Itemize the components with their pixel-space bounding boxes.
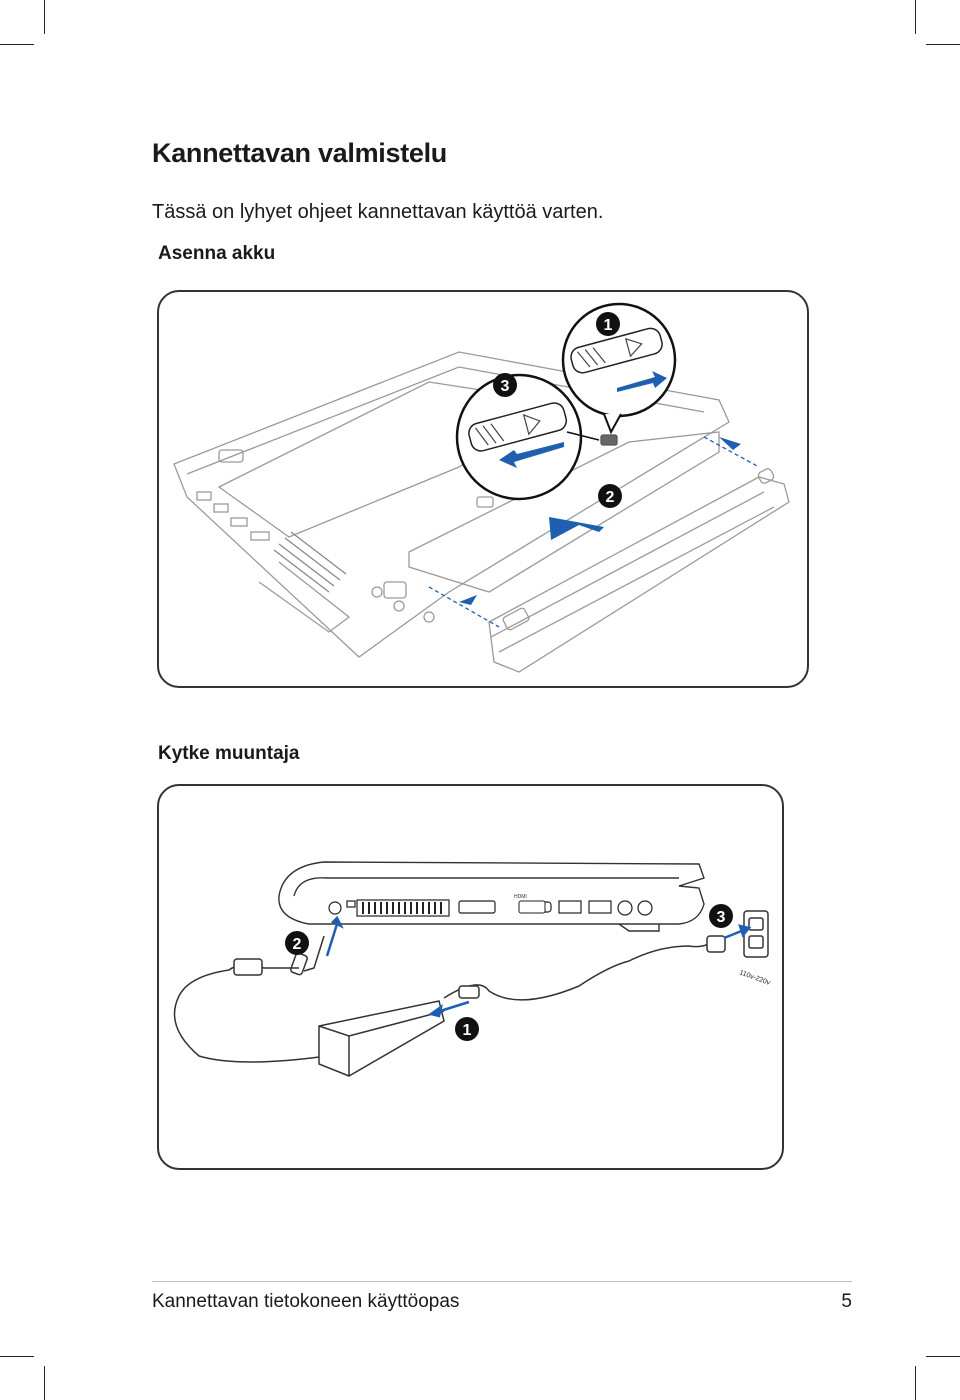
- lock-arrow-icon: [617, 371, 667, 392]
- section-heading-adapter: Kytke muuntaja: [158, 743, 300, 764]
- callout-3-icon: 3: [493, 373, 517, 397]
- crop-mark: [44, 0, 45, 34]
- unlock-arrow-icon: [499, 442, 564, 468]
- svg-text:3: 3: [501, 378, 510, 395]
- adapter-connect-figure: HDMI 110v-220v: [157, 784, 784, 1170]
- outlet-voltage-label: 110v-220v: [738, 969, 771, 987]
- callout-2-icon: 2: [598, 484, 622, 508]
- svg-text:1: 1: [463, 1022, 472, 1039]
- page-title: Kannettavan valmistelu: [152, 138, 448, 168]
- callout-2-icon: 2: [285, 931, 309, 955]
- crop-mark: [926, 44, 960, 45]
- ac-plug-arrow-icon: [436, 1000, 470, 1014]
- crop-mark: [0, 1356, 34, 1357]
- callout-3-icon: 3: [709, 904, 733, 928]
- svg-text:2: 2: [293, 936, 302, 953]
- crop-mark: [915, 0, 916, 34]
- callout-1-icon: 1: [596, 312, 620, 336]
- battery-illustration: 1 2 3: [173, 302, 790, 673]
- crop-mark: [915, 1366, 916, 1400]
- insert-arrow-icon: [549, 517, 604, 540]
- crop-mark: [44, 1366, 45, 1400]
- page-number: 5: [841, 1291, 852, 1312]
- hdmi-port-label: HDMI: [514, 894, 527, 900]
- svg-text:1: 1: [604, 317, 613, 334]
- intro-text: Tässä on lyhyet ohjeet kannettavan käytt…: [152, 201, 604, 223]
- crop-mark: [926, 1356, 960, 1357]
- footer-divider: [152, 1281, 852, 1282]
- callout-1-icon: 1: [455, 1017, 479, 1041]
- adapter-illustration: HDMI 110v-220v: [173, 861, 771, 1077]
- battery-install-figure: 1 2 3: [157, 290, 809, 688]
- svg-text:2: 2: [606, 489, 615, 506]
- crop-mark: [0, 44, 34, 45]
- svg-text:3: 3: [717, 909, 726, 926]
- section-heading-battery: Asenna akku: [158, 243, 276, 264]
- footer-manual-title: Kannettavan tietokoneen käyttöopas: [152, 1291, 460, 1312]
- dc-plug-arrow-icon: [325, 923, 339, 957]
